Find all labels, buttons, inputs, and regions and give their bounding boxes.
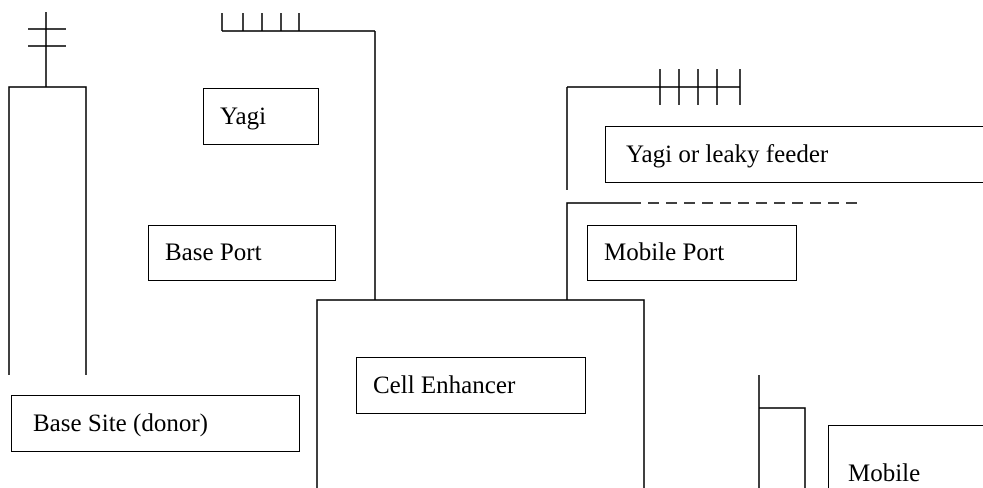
cell-enhancer-label: Cell Enhancer bbox=[356, 357, 586, 414]
yagi-or-leaky-feeder-label: Yagi or leaky feeder bbox=[605, 126, 983, 183]
base-site-tower bbox=[8, 86, 87, 375]
cell-enhancer-unit bbox=[316, 299, 645, 488]
mobile-port-feed-line bbox=[566, 202, 630, 300]
yagi-label: Yagi bbox=[203, 88, 319, 145]
mobile-handset-icon bbox=[758, 375, 806, 488]
service-yagi-antenna-icon bbox=[566, 69, 741, 190]
mobile-label: Mobile bbox=[828, 425, 983, 488]
donor-yagi-antenna-icon bbox=[221, 13, 375, 32]
base-port-label: Base Port bbox=[148, 225, 336, 281]
base-site-donor-label: Base Site (donor) bbox=[11, 395, 300, 452]
mobile-port-label: Mobile Port bbox=[587, 225, 797, 281]
base-site-antenna-icon bbox=[28, 12, 66, 87]
